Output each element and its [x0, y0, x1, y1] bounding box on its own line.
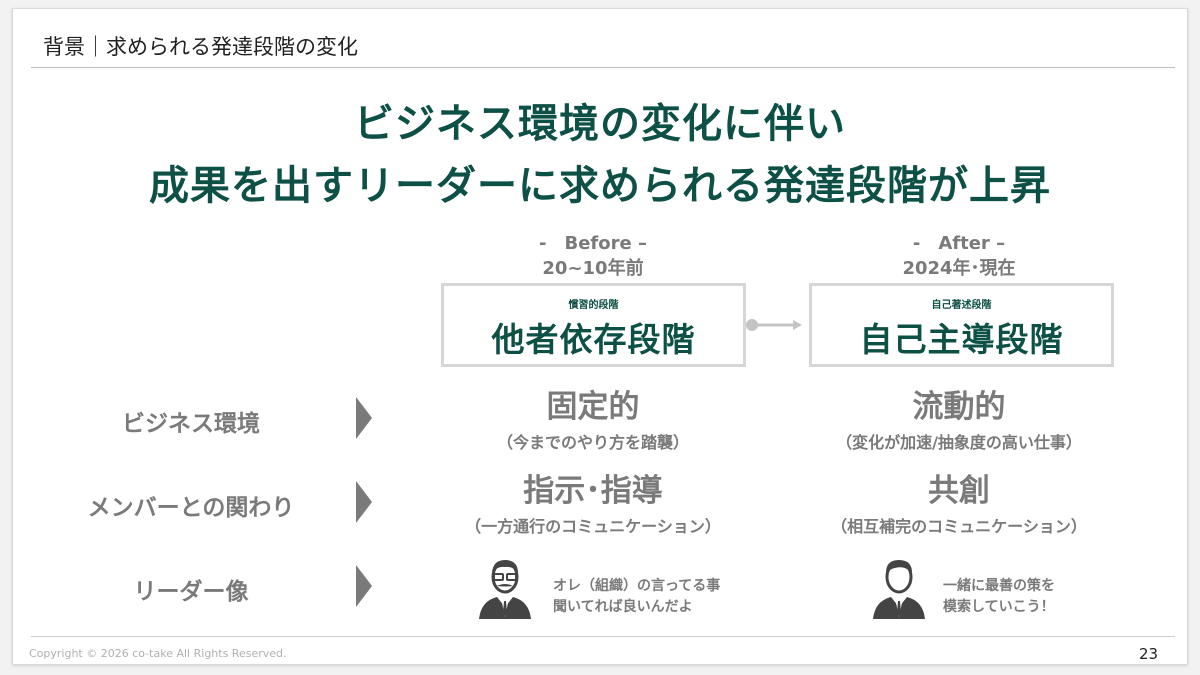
- copyright: Copyright © 2026 co-take All Rights Rese…: [29, 647, 287, 660]
- after-members-value: 共創: [928, 473, 990, 509]
- before-quote-line1: オレ（組織）の言ってる事: [553, 578, 721, 594]
- before-label: - Before –: [539, 233, 647, 254]
- before-members-sub: （一方通行のコミュニケーション）: [465, 517, 721, 536]
- after-stage-sub: 自己著述段階: [931, 300, 992, 311]
- before-members-value: 指示･指導: [523, 473, 663, 509]
- after-period: 2024年･現在: [902, 258, 1016, 279]
- after-business-value: 流動的: [912, 389, 1006, 425]
- after-stage-box: 自己著述段階 自己主導段階: [809, 283, 1114, 367]
- before-stage-box: 慣習的段階 他者依存段階: [441, 283, 746, 367]
- after-header: - After – 2024年･現在: [779, 231, 1139, 281]
- after-members-sub: （相互補完のコミュニケーション）: [831, 517, 1087, 536]
- before-quote-line2: 聞いてれば良いんだよ: [553, 599, 693, 615]
- triangle-right-icon: [356, 481, 372, 523]
- before-business-value: 固定的: [546, 389, 640, 425]
- before-header: - Before – 20~10年前: [413, 231, 773, 281]
- after-business-sub: （変化が加速/抽象度の高い仕事）: [836, 433, 1082, 452]
- triangle-right-icon: [356, 397, 372, 439]
- before-stage: 他者依存段階: [491, 320, 696, 359]
- after-members: 共創 （相互補完のコミュニケーション）: [779, 473, 1139, 537]
- before-leader-quote: オレ（組織）の言ってる事 聞いてれば良いんだよ: [553, 576, 720, 618]
- after-stage: 自己主導段階: [859, 320, 1064, 359]
- page-number: 23: [1139, 645, 1159, 663]
- before-members: 指示･指導 （一方通行のコミュニケーション）: [413, 473, 773, 537]
- before-business: 固定的 （今までのやり方を踏襲）: [413, 389, 773, 453]
- footer-divider: [31, 636, 1175, 637]
- slide-header-title: 背景｜求められる発達段階の変化: [43, 35, 358, 59]
- before-stage-sub: 慣習的段階: [568, 300, 619, 311]
- row-label-leader: リーダー像: [133, 579, 249, 605]
- header-divider: [31, 67, 1175, 68]
- leader-avatar-icon: [873, 560, 925, 619]
- boss-avatar-icon: [479, 560, 531, 619]
- triangle-right-icon: [356, 565, 372, 607]
- arrow-right-icon: [746, 319, 802, 331]
- headline-line1: ビジネス環境の変化に伴い: [354, 101, 846, 147]
- after-business: 流動的 （変化が加速/抽象度の高い仕事）: [769, 389, 1149, 453]
- before-business-sub: （今までのやり方を踏襲）: [496, 433, 689, 452]
- row-label-business: ビジネス環境: [122, 411, 260, 437]
- before-period: 20~10年前: [542, 258, 644, 279]
- after-label: - After –: [912, 233, 1006, 254]
- after-leader-quote: 一緒に最善の策を 模索していこう！: [943, 576, 1055, 618]
- headline-line2: 成果を出すリーダーに求められる発達段階が上昇: [149, 163, 1051, 209]
- after-quote-line1: 一緒に最善の策を: [943, 578, 1055, 594]
- row-label-members: メンバーとの関わり: [87, 495, 295, 521]
- slide: 背景｜求められる発達段階の変化 ビジネス環境の変化に伴い 成果を出すリーダーに求…: [12, 8, 1188, 665]
- after-quote-line2: 模索していこう！: [943, 599, 1055, 615]
